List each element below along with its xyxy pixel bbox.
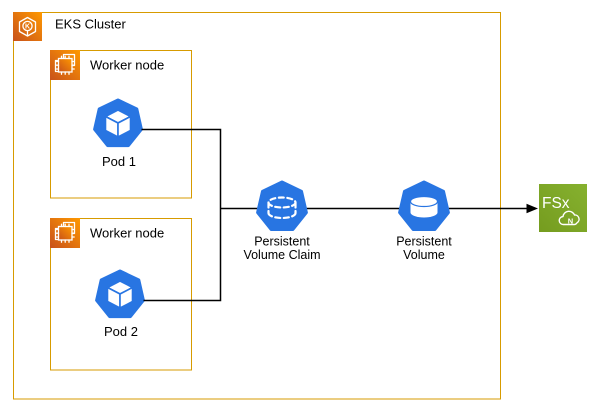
netapp-cloud-icon: N [558,210,580,226]
fsx-badge-letter: N [568,217,573,226]
pod-2-cube-glyph [106,280,134,309]
cpu-chip-pins [55,223,75,243]
cpu-chip-pins [55,55,75,75]
pod-2-label: Pod 2 [104,324,138,339]
worker-node-1-label: Worker node [90,58,164,73]
arrowhead-icon [526,203,538,214]
pod-1-node: Pod 1 [93,98,143,169]
pvc-dashed-cylinder-glyph [267,196,297,220]
worker-node-2-border [50,218,192,371]
cpu-chip-body [57,57,73,73]
worker-node-1-container: Worker node Pod 1 [50,50,192,199]
connectors [141,128,538,302]
pv-node: Persistent Volume [396,180,452,262]
pod-2-node: Pod 2 [95,269,145,339]
pv-cylinder-glyph [409,195,439,218]
eks-cluster-label: EKS Cluster [55,17,126,32]
worker-node-2-icon [50,218,80,248]
eks-cluster-container: K EKS Cluster [13,12,501,400]
worker-node-2-container: Worker node Pod 2 [50,218,192,371]
pv-label-line1: Persistent [396,235,452,249]
eks-icon: K [13,12,42,41]
pvc-label-line1: Persistent [254,235,310,249]
worker-node-1-icon [50,50,80,80]
pvc-node: Persistent Volume Claim [243,180,321,262]
pvc-label-line2: Volume Claim [243,248,320,262]
cpu-chip-body [57,225,73,241]
pod-1-cube-glyph [104,109,132,138]
eks-icon-letter: K [25,24,30,31]
pvc-icon [256,180,308,231]
worker-node-2-label: Worker node [90,226,164,241]
worker-node-1-border [50,50,192,199]
pod-1-label: Pod 1 [102,154,136,169]
fsx-node: FSx N [539,184,587,232]
pv-label-line2: Volume [403,248,445,262]
connector-pod2-junction [143,208,222,302]
connector-pod1-junction [141,128,222,209]
fsx-label: FSx [542,195,570,212]
eks-cluster-border [13,12,501,400]
